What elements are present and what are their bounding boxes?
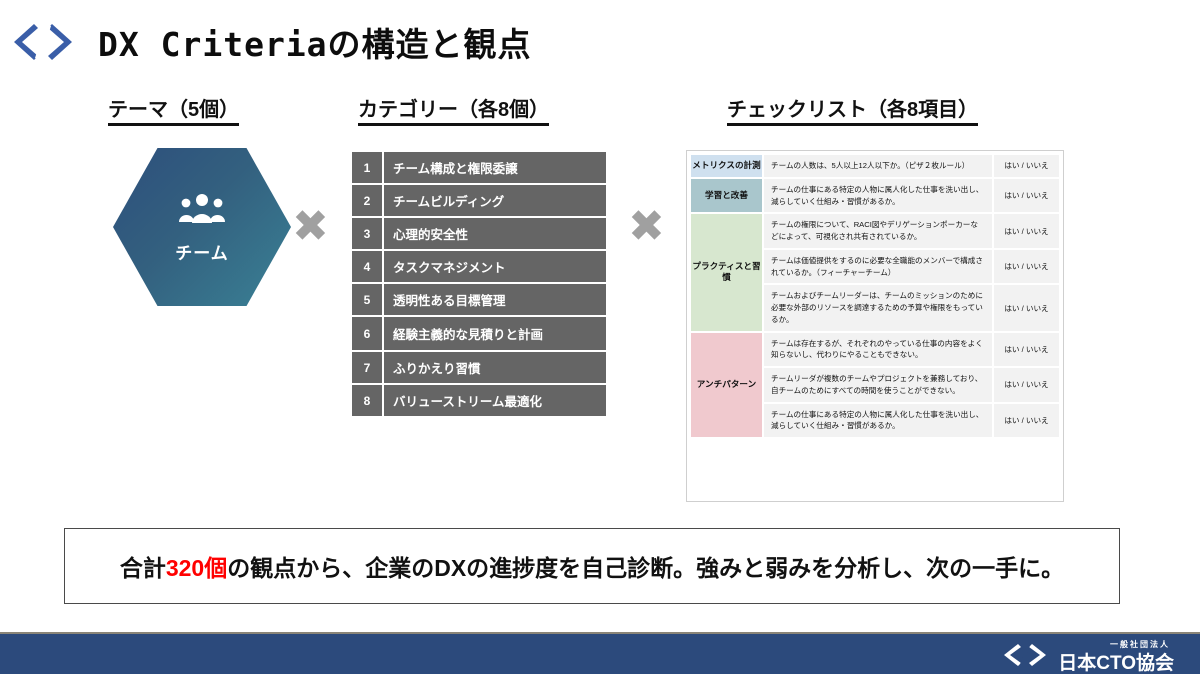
theme-hexagon: チーム [113,148,291,306]
checklist-item-text: チームの人数は、5人以上12人以下か。（ピザ２枚ルール） [763,155,994,179]
checklist-answer-options[interactable]: はい / いいえ [993,213,1059,250]
checklist-answer-options[interactable]: はい / いいえ [993,155,1059,179]
summary-callout: 合計320個の観点から、企業のDXの進捗度を自己診断。強みと弱みを分析し、次の一… [64,528,1120,604]
checklist-row[interactable]: チームおよびチームリーダーは、チームのミッションのために必要な外部のリソースを調… [691,284,1059,333]
footer-bar: 一般社団法人 日本CTO協会 [0,632,1200,674]
checklist-row[interactable]: チームは価値提供をするのに必要な全職能のメンバーで構成されているか。（フィーチャ… [691,248,1059,286]
checklist-item-text: チームリーダが複数のチームやプロジェクトを兼務しており、自チームのためにすべての… [763,367,994,404]
category-label: 心理的安全性 [382,218,606,249]
category-label: チーム構成と権限委譲 [382,152,606,183]
summary-text: 合計320個の観点から、企業のDXの進捗度を自己診断。強みと弱みを分析し、次の一… [120,549,1064,583]
category-label: チームビルディング [382,185,606,216]
category-number: 6 [352,317,382,350]
checklist-group-label: 学習と改善 [691,177,764,215]
checklist-item-text: チームは存在するが、それぞれのやっている仕事の内容をよく知らないし、代わりにやる… [763,331,994,369]
checklist-row[interactable]: アンチパターンチームは存在するが、それぞれのやっている仕事の内容をよく知らないし… [691,331,1059,440]
footer-org-name: 日本CTO協会 [1058,653,1174,674]
caption-category: カテゴリー（各8個） [358,93,550,126]
caption-checklist: チェックリスト（各8項目） [727,93,979,126]
category-label: ふりかえり習慣 [382,352,606,383]
category-number: 4 [352,251,382,282]
checklist-item-text: チームの仕事にある特定の人物に属人化した仕事を洗い出し、減らしていく仕組み・習慣… [763,177,994,215]
checklist-answer-options[interactable]: はい / いいえ [993,248,1059,286]
category-number: 7 [352,352,382,383]
checklist-item-text: チームは価値提供をするのに必要な全職能のメンバーで構成されているか。（フィーチャ… [763,248,994,286]
checklist-row[interactable]: チームの仕事にある特定の人物に属人化した仕事を洗い出し、減らしていく仕組み・習慣… [691,402,1059,440]
checklist-item-text: チームの仕事にある特定の人物に属人化した仕事を洗い出し、減らしていく仕組み・習慣… [763,402,994,440]
checklist-answer-options[interactable]: はい / いいえ [993,402,1059,440]
code-brackets-logo-icon [14,24,72,60]
checklist-answer-options[interactable]: はい / いいえ [993,284,1059,333]
checklist-table: メトリクスの計測チームの人数は、5人以上12人以下か。（ピザ２枚ルール）はい /… [691,155,1059,440]
category-label: バリューストリーム最適化 [382,385,606,416]
checklist-row[interactable]: 学習と改善チームの仕事にある特定の人物に属人化した仕事を洗い出し、減らしていく仕… [691,177,1059,215]
theme-label: チーム [175,243,229,263]
checklist-answer-options[interactable]: はい / いいえ [993,177,1059,215]
checklist-row[interactable]: プラクティスと習慣チームの権限について、RACI図やデリゲーションポーカーなどに… [691,213,1059,333]
checklist-item-text: チームの権限について、RACI図やデリゲーションポーカーなどによって、可視化され… [763,213,994,250]
checklist-group-label: プラクティスと習慣 [691,213,764,333]
multiply-icon-1: ✖ [292,202,329,251]
checklist-answer-options[interactable]: はい / いいえ [993,331,1059,369]
category-number: 8 [352,385,382,416]
checklist-group-label: アンチパターン [691,331,764,440]
caption-theme: テーマ（5個） [108,93,240,126]
category-label: 経験主義的な見積りと計画 [382,317,606,350]
page-title: DX Criteriaの構造と観点 [98,25,532,64]
footer-subtitle: 一般社団法人 [1110,640,1170,649]
checklist-item-text: チームおよびチームリーダーは、チームのミッションのために必要な外部のリソースを調… [763,284,994,333]
checklist-panel: メトリクスの計測チームの人数は、5人以上12人以下か。（ピザ２枚ルール）はい /… [686,150,1064,502]
category-number: 2 [352,185,382,216]
checklist-group-label: メトリクスの計測 [691,155,764,179]
category-label: タスクマネジメント [382,251,606,282]
checklist-answer-options[interactable]: はい / いいえ [993,367,1059,404]
category-label: 透明性ある目標管理 [382,284,606,315]
callout-highlight: 320個 [165,555,228,581]
people-group-icon [179,193,225,223]
callout-after: の観点から、企業のDXの進捗度を自己診断。強みと弱みを分析し、次の一手に。 [227,555,1065,581]
checklist-row[interactable]: メトリクスの計測チームの人数は、5人以上12人以下か。（ピザ２枚ルール）はい /… [691,155,1059,179]
callout-before: 合計 [119,555,166,581]
multiply-icon-2: ✖ [628,202,665,251]
checklist-row[interactable]: チームリーダが複数のチームやプロジェクトを兼務しており、自チームのためにすべての… [691,367,1059,404]
category-number: 1 [352,152,382,183]
category-number: 3 [352,218,382,249]
category-number: 5 [352,284,382,315]
footer-code-brackets-logo-icon [1004,644,1046,666]
